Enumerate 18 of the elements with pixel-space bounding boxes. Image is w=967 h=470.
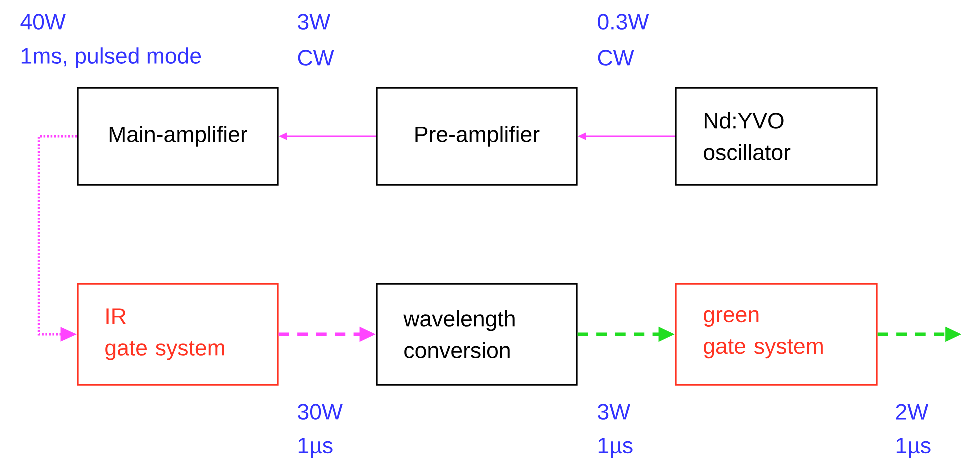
value-label: CW [598, 50, 634, 66]
value-label: 30W [298, 404, 343, 420]
value-label: 1µs [896, 438, 931, 458]
process-box: Nd:YVO oscillator [675, 87, 878, 186]
value-label: CW [298, 50, 334, 66]
value-label: 40W [20, 14, 66, 30]
value-label: 1ms, pulsed mode [22, 48, 202, 68]
process-box: green gate system [675, 283, 878, 386]
process-box: Pre-amplifier [376, 87, 578, 186]
value-label: 2W [896, 404, 929, 420]
process-box: IR gate system [77, 283, 279, 386]
process-box: wavelength conversion [376, 283, 578, 386]
value-label: 3W [298, 14, 331, 30]
value-label: 1µs [598, 438, 633, 458]
value-label: 0.3W [598, 14, 650, 30]
process-box: Main-amplifier [77, 87, 279, 186]
value-label: 3W [598, 404, 631, 420]
value-label: 1µs [298, 438, 333, 458]
